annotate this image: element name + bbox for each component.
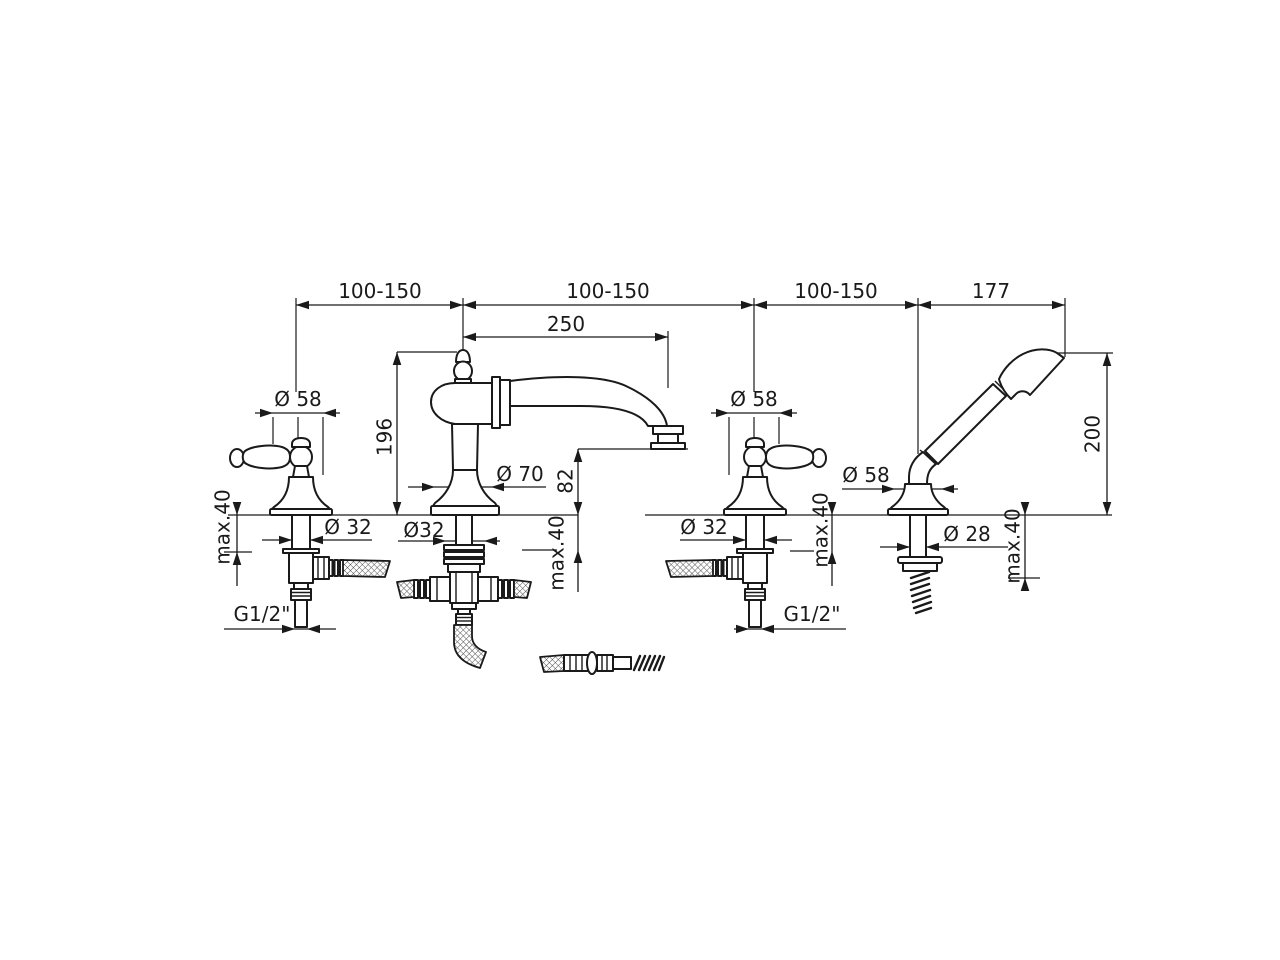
spout-elbow-hose bbox=[453, 624, 487, 669]
dim-label-left-thread: G1/2" bbox=[234, 602, 291, 626]
left-handle-bell bbox=[271, 476, 331, 510]
left-lever-ball bbox=[289, 445, 313, 469]
dim-label-span-4: 177 bbox=[972, 279, 1010, 303]
dim-label-spout-shank-dia: Ø32 bbox=[403, 518, 444, 542]
hand-shower-bell bbox=[889, 483, 947, 510]
dim-label-spout-height: 196 bbox=[373, 418, 397, 456]
dim-label-span-2: 100-150 bbox=[566, 279, 650, 303]
dim-label-spout-base-dia: Ø 70 bbox=[496, 462, 544, 486]
spout-arm bbox=[509, 376, 668, 427]
dim-label-shower-shank-dia: Ø 28 bbox=[943, 522, 991, 546]
dim-label-shower-max-deck: max.40 bbox=[1001, 508, 1025, 583]
left-handle-outline bbox=[229, 437, 391, 628]
hand-shower-outline bbox=[887, 348, 1065, 615]
loose-hose-fitting bbox=[539, 651, 666, 675]
hand-shower-head bbox=[998, 348, 1065, 400]
spout-bell bbox=[432, 469, 498, 507]
dim-label-span-3: 100-150 bbox=[794, 279, 878, 303]
spout-body bbox=[430, 382, 493, 425]
dim-label-left-handle-dia: Ø 58 bbox=[274, 387, 322, 411]
dim-label-outlet-height: 82 bbox=[554, 468, 578, 493]
dim-label-right-handle-dia: Ø 58 bbox=[730, 387, 778, 411]
right-handle-outline bbox=[665, 437, 827, 628]
dim-label-spout-max-deck: max.40 bbox=[545, 515, 569, 590]
right-lever-grip bbox=[765, 444, 815, 470]
dim-label-left-max-deck: max.40 bbox=[211, 489, 235, 564]
dim-label-left-shank-dia: Ø 32 bbox=[324, 515, 372, 539]
left-handle-hose bbox=[342, 559, 391, 578]
dimension-arrows bbox=[232, 300, 1112, 634]
dimension-lines bbox=[224, 304, 1108, 630]
right-lever-ball bbox=[743, 445, 767, 469]
dim-label-right-shank-dia: Ø 32 bbox=[680, 515, 728, 539]
hand-shower-coil-hose bbox=[909, 570, 933, 615]
spout-hose-right bbox=[513, 579, 532, 599]
dim-label-right-thread: G1/2" bbox=[784, 602, 841, 626]
dim-label-shower-dia: Ø 58 bbox=[842, 463, 890, 487]
spout-finial bbox=[455, 349, 471, 363]
spout-outlet bbox=[652, 425, 684, 435]
spout-outline bbox=[396, 349, 686, 669]
corrugated-hose-tail bbox=[632, 654, 666, 672]
spout-hose-left bbox=[396, 579, 415, 599]
dim-label-shower-height: 200 bbox=[1081, 415, 1105, 453]
dim-label-right-max-deck: max.40 bbox=[809, 492, 833, 567]
right-handle-bell bbox=[725, 476, 785, 510]
right-handle-hose bbox=[665, 559, 714, 578]
dim-label-span-1: 100-150 bbox=[338, 279, 422, 303]
dim-label-spout-reach: 250 bbox=[547, 312, 585, 336]
dimension-labels: 100-150 100-150 100-150 177 250 196 Ø 70… bbox=[211, 279, 1105, 626]
hand-shower-handle bbox=[924, 383, 1007, 465]
left-lever-grip bbox=[241, 444, 291, 470]
